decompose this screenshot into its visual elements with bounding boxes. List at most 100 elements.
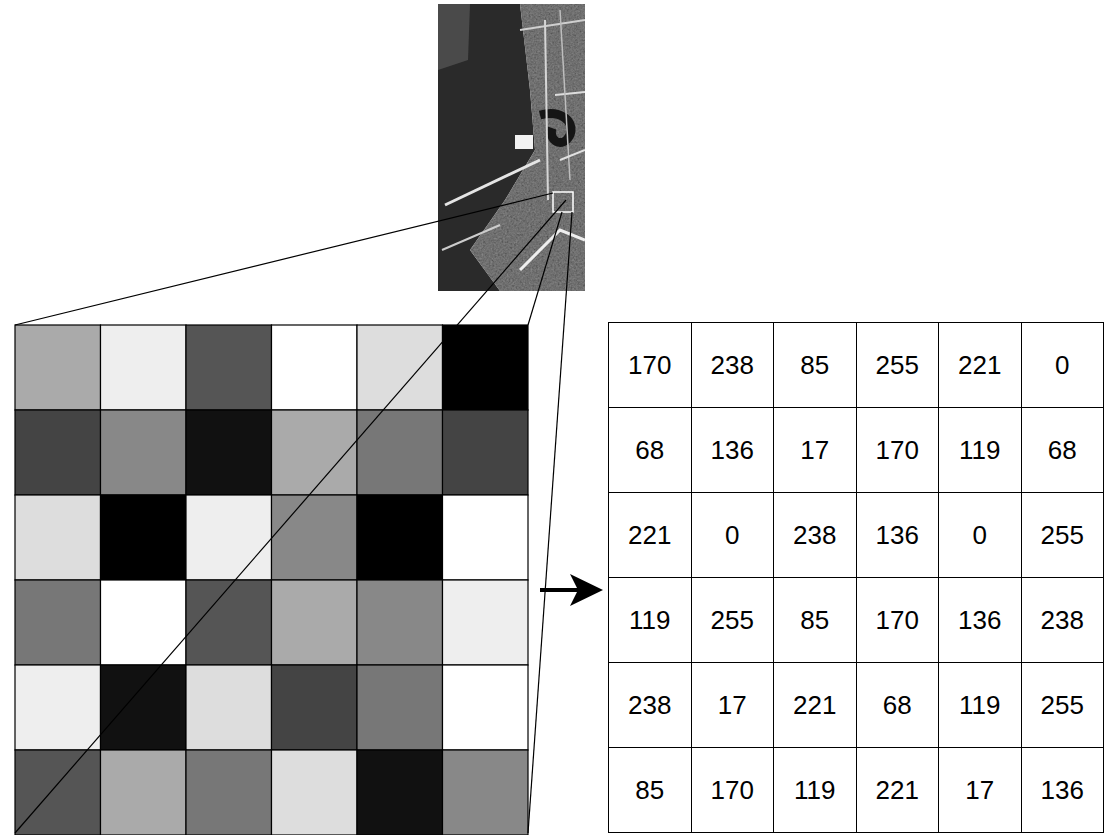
- cell-value: 255: [876, 350, 919, 381]
- pixel-square: [186, 750, 272, 835]
- pixel-square: [101, 665, 187, 750]
- table-cell: 136: [938, 577, 1022, 663]
- table-cell: 170: [691, 747, 775, 833]
- table-cell: 119: [608, 577, 692, 663]
- cell-value: 17: [800, 435, 829, 466]
- pixel-square: [357, 495, 443, 580]
- cell-value: 68: [635, 435, 664, 466]
- pixel-square: [272, 580, 358, 665]
- table-cell: 17: [773, 407, 857, 493]
- pixel-square: [101, 495, 187, 580]
- cell-value: 170: [628, 350, 671, 381]
- table-cell: 136: [856, 492, 940, 578]
- cell-value: 221: [876, 775, 919, 806]
- pixel-square: [443, 580, 529, 665]
- table-cell: 119: [938, 407, 1022, 493]
- arrow: [540, 574, 603, 606]
- pixel-square: [443, 750, 529, 835]
- table-cell: 0: [691, 492, 775, 578]
- pixel-square: [443, 410, 529, 495]
- table-cell: 255: [856, 322, 940, 408]
- pixel-square: [101, 410, 187, 495]
- cell-value: 255: [1041, 690, 1084, 721]
- pixel-square: [357, 325, 443, 410]
- cell-value: 136: [711, 435, 754, 466]
- pixel-square: [15, 495, 101, 580]
- table-cell: 119: [773, 747, 857, 833]
- cell-value: 85: [800, 350, 829, 381]
- table-cell: 0: [1021, 322, 1105, 408]
- table-cell: 136: [691, 407, 775, 493]
- table-cell: 17: [691, 662, 775, 748]
- pixel-square: [101, 580, 187, 665]
- table-cell: 238: [773, 492, 857, 578]
- cell-value: 238: [711, 350, 754, 381]
- pixel-square: [357, 750, 443, 835]
- pixel-square: [15, 665, 101, 750]
- pixel-square: [272, 325, 358, 410]
- table-cell: 238: [691, 322, 775, 408]
- table-cell: 170: [608, 322, 692, 408]
- cell-value: 238: [793, 520, 836, 551]
- cell-value: 119: [629, 605, 670, 636]
- cell-value: 221: [628, 520, 671, 551]
- cell-value: 136: [1041, 775, 1084, 806]
- table-cell: 0: [938, 492, 1022, 578]
- cell-value: 238: [1041, 605, 1084, 636]
- table-cell: 17: [938, 747, 1022, 833]
- cell-value: 255: [1041, 520, 1084, 551]
- cell-value: 119: [959, 435, 1000, 466]
- pixel-square: [15, 750, 101, 835]
- leader-lines: [15, 193, 572, 833]
- cell-value: 68: [883, 690, 912, 721]
- cell-value: 221: [793, 690, 836, 721]
- table-cell: 221: [608, 492, 692, 578]
- cell-value: 255: [711, 605, 754, 636]
- pixel-square: [272, 665, 358, 750]
- table-cell: 238: [1021, 577, 1105, 663]
- pixel-square: [443, 665, 529, 750]
- table-cell: 221: [773, 662, 857, 748]
- table-cell: 221: [856, 747, 940, 833]
- pixel-square: [186, 495, 272, 580]
- pixel-square: [272, 410, 358, 495]
- table-cell: 68: [856, 662, 940, 748]
- table-cell: 255: [691, 577, 775, 663]
- cell-value: 17: [718, 690, 747, 721]
- table-cell: 85: [773, 577, 857, 663]
- pixel-square: [443, 495, 529, 580]
- table-cell: 170: [856, 407, 940, 493]
- cell-value: 119: [959, 690, 1000, 721]
- table-cell: 255: [1021, 492, 1105, 578]
- table-cell: 221: [938, 322, 1022, 408]
- pixel-square: [186, 325, 272, 410]
- cell-value: 170: [876, 435, 919, 466]
- cell-value: 136: [958, 605, 1001, 636]
- pixel-square: [357, 665, 443, 750]
- table-cell: 238: [608, 662, 692, 748]
- aerial-photo: [438, 4, 585, 291]
- cell-value: 85: [635, 775, 664, 806]
- cell-value: 170: [876, 605, 919, 636]
- cell-value: 85: [800, 605, 829, 636]
- pixel-square: [15, 325, 101, 410]
- pixel-square: [357, 410, 443, 495]
- pixel-square: [15, 580, 101, 665]
- pixel-square: [101, 750, 187, 835]
- cell-value: 170: [711, 775, 754, 806]
- pixel-grid: [15, 325, 528, 835]
- pixel-square: [357, 580, 443, 665]
- pixel-square: [101, 325, 187, 410]
- pixel-square: [272, 750, 358, 835]
- table-cell: 85: [773, 322, 857, 408]
- pixel-square: [272, 495, 358, 580]
- table-cell: 255: [1021, 662, 1105, 748]
- cell-value: 0: [973, 520, 987, 551]
- table-cell: 170: [856, 577, 940, 663]
- cell-value: 17: [965, 775, 994, 806]
- cell-value: 0: [1055, 350, 1069, 381]
- cell-value: 119: [794, 775, 835, 806]
- cell-value: 0: [725, 520, 739, 551]
- cell-value: 221: [958, 350, 1001, 381]
- cell-value: 68: [1048, 435, 1077, 466]
